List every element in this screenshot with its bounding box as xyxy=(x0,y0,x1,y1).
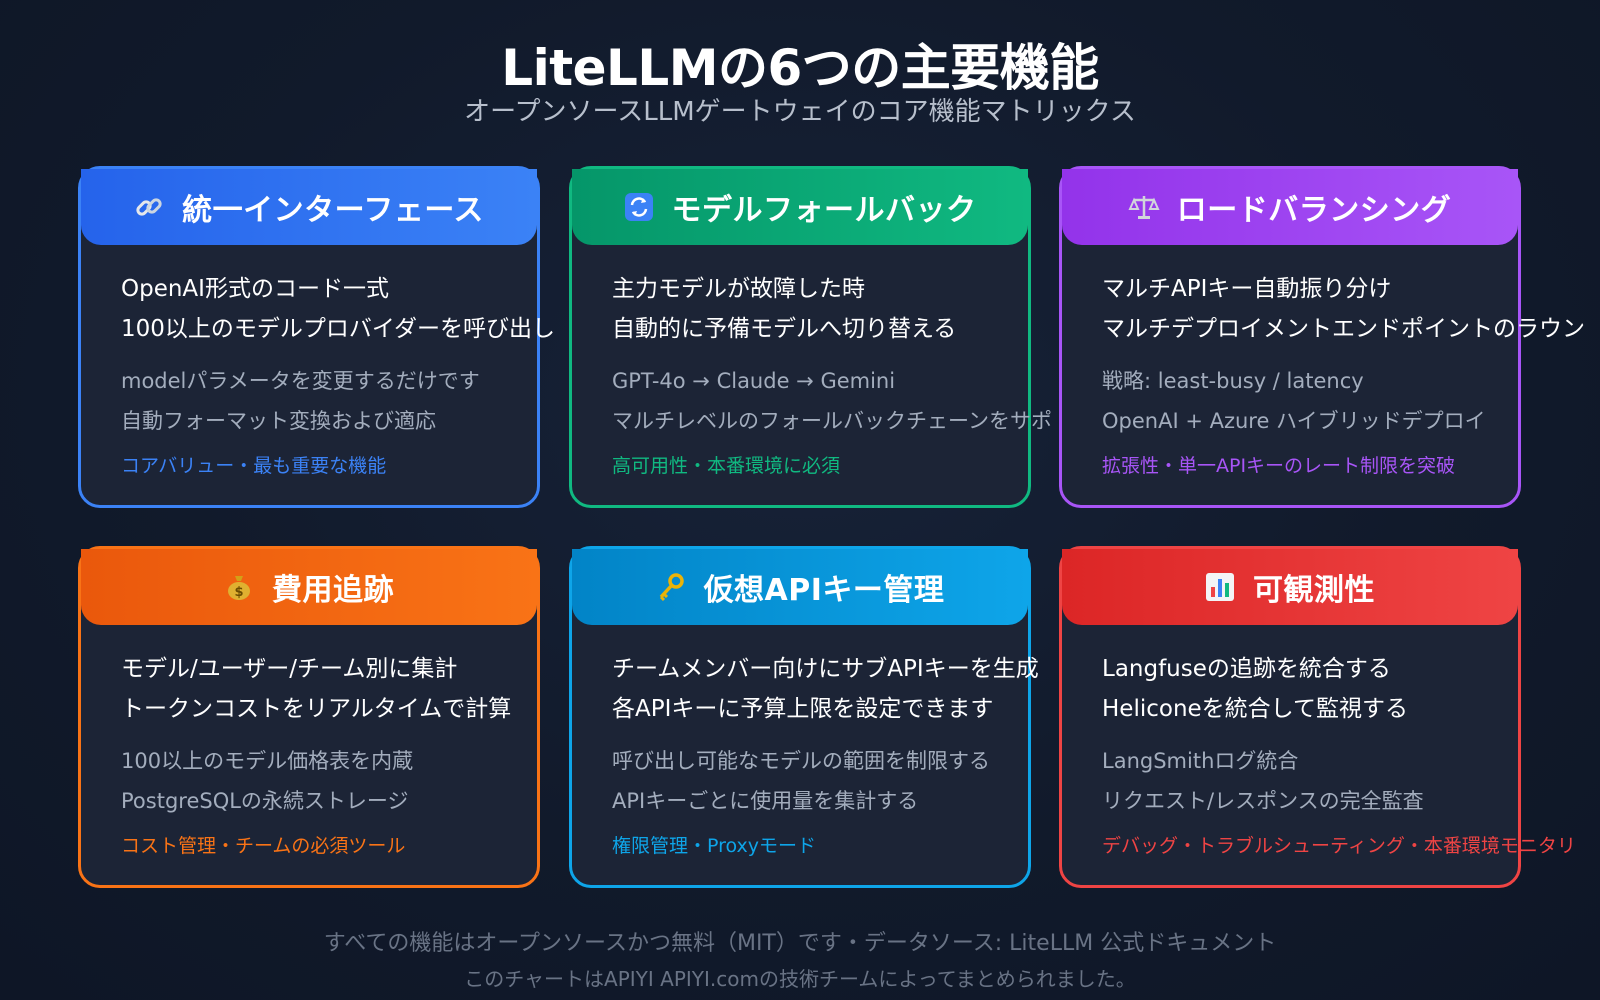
card-header: モデルフォールバック xyxy=(572,169,1028,245)
card-detail-line: マルチレベルのフォールバックチェーンをサポ xyxy=(612,409,1052,433)
card-tag-line: デバッグ・トラブルシューティング・本番環境モニタリ xyxy=(1102,835,1576,857)
feature-card-virtual-api-keys: 仮想APIキー管理 チームメンバー向けにサブAPIキーを生成 各APIキーに予算… xyxy=(569,546,1039,888)
page-title: LiteLLMの6つの主要機能 xyxy=(501,39,1099,97)
card-main-line: OpenAI形式のコード一式 xyxy=(121,276,389,302)
card-detail-line: 100以上のモデル価格表を内蔵 xyxy=(121,749,414,773)
feature-card-cost-tracking: $ 費用追跡 モデル/ユーザー/チーム別に集計 トークンコストをリアルタイムで計… xyxy=(78,546,540,888)
card-main-line: トークンコストをリアルタイムで計算 xyxy=(121,696,512,722)
card-detail-line: PostgreSQLの永続ストレージ xyxy=(121,789,409,813)
svg-text:$: $ xyxy=(234,585,243,600)
card-main-line: モデル/ユーザー/チーム別に集計 xyxy=(121,656,458,682)
card-main-line: 各APIキーに予算上限を設定できます xyxy=(612,696,994,722)
money-bag-icon: $ xyxy=(224,572,254,602)
card-main-line: Langfuseの追跡を統合する xyxy=(1102,656,1391,682)
refresh-icon xyxy=(624,192,654,222)
key-icon xyxy=(656,572,686,602)
card-header: $ 費用追跡 xyxy=(81,549,537,625)
page-subtitle: オープンソースLLMゲートウェイのコア機能マトリックス xyxy=(464,97,1136,127)
footer-credit: このチャートはAPIYI APIYI.comの技術チームによってまとめられました… xyxy=(464,967,1136,991)
card-detail-line: APIキーごとに使用量を集計する xyxy=(612,789,919,813)
card-detail-line: 自動フォーマット変換および適応 xyxy=(121,409,436,433)
card-main-line: マルチデプロイメントエンドポイントのラウン xyxy=(1102,316,1585,342)
card-detail-line: 戦略: least-busy / latency xyxy=(1102,369,1364,393)
card-detail-line: 呼び出し可能なモデルの範囲を制限する xyxy=(612,749,990,773)
card-tag-line: 権限管理・Proxyモード xyxy=(612,835,817,857)
card-title: 統一インターフェース xyxy=(182,193,484,228)
card-detail-line: LangSmithログ統合 xyxy=(1102,749,1299,773)
card-main-line: Heliconeを統合して監視する xyxy=(1102,696,1408,722)
card-header: 可観測性 xyxy=(1062,549,1518,625)
card-title: モデルフォールバック xyxy=(671,193,977,228)
card-main-line: 自動的に予備モデルへ切り替える xyxy=(612,316,957,342)
link-icon xyxy=(134,192,164,222)
card-tag-line: 拡張性・単一APIキーのレート制限を突破 xyxy=(1102,455,1456,477)
card-header: 仮想APIキー管理 xyxy=(572,549,1028,625)
card-main-line: チームメンバー向けにサブAPIキーを生成 xyxy=(612,656,1039,682)
card-header: ロードバランシング xyxy=(1062,169,1518,245)
card-detail-line: modelパラメータを変更するだけです xyxy=(121,369,480,393)
card-title: 仮想APIキー管理 xyxy=(703,573,945,608)
card-title: 費用追跡 xyxy=(272,573,394,608)
feature-card-model-fallback: モデルフォールバック 主力モデルが故障した時 自動的に予備モデルへ切り替える G… xyxy=(569,166,1052,508)
card-detail-line: OpenAI + Azure ハイブリッドデプロイ xyxy=(1102,409,1486,433)
feature-card-unified-interface: 統一インターフェース OpenAI形式のコード一式 100以上のモデルプロバイダ… xyxy=(78,166,555,508)
card-detail-line: GPT-4o → Claude → Gemini xyxy=(612,369,896,393)
feature-card-load-balancing: ロードバランシング マルチAPIキー自動振り分け マルチデプロイメントエンドポイ… xyxy=(1059,166,1585,508)
card-main-line: マルチAPIキー自動振り分け xyxy=(1102,276,1392,302)
card-tag-line: コスト管理・チームの必須ツール xyxy=(121,835,406,857)
card-header: 統一インターフェース xyxy=(81,169,537,245)
card-main-line: 100以上のモデルプロバイダーを呼び出し xyxy=(121,316,555,342)
card-tag-line: 高可用性・本番環境に必須 xyxy=(612,455,841,477)
footer-note: すべての機能はオープンソースかつ無料（MIT）です・データソース: LiteLL… xyxy=(323,931,1277,956)
balance-scale-icon xyxy=(1128,192,1160,222)
card-main-line: 主力モデルが故障した時 xyxy=(612,276,865,302)
card-title: 可観測性 xyxy=(1253,573,1375,608)
card-title: ロードバランシング xyxy=(1176,193,1452,228)
card-detail-line: リクエスト/レスポンスの完全監査 xyxy=(1102,789,1424,813)
bar-chart-icon xyxy=(1205,572,1235,602)
card-tag-line: コアバリュー・最も重要な機能 xyxy=(121,455,387,477)
feature-card-observability: 可観測性 Langfuseの追跡を統合する Heliconeを統合して監視する … xyxy=(1059,546,1576,888)
